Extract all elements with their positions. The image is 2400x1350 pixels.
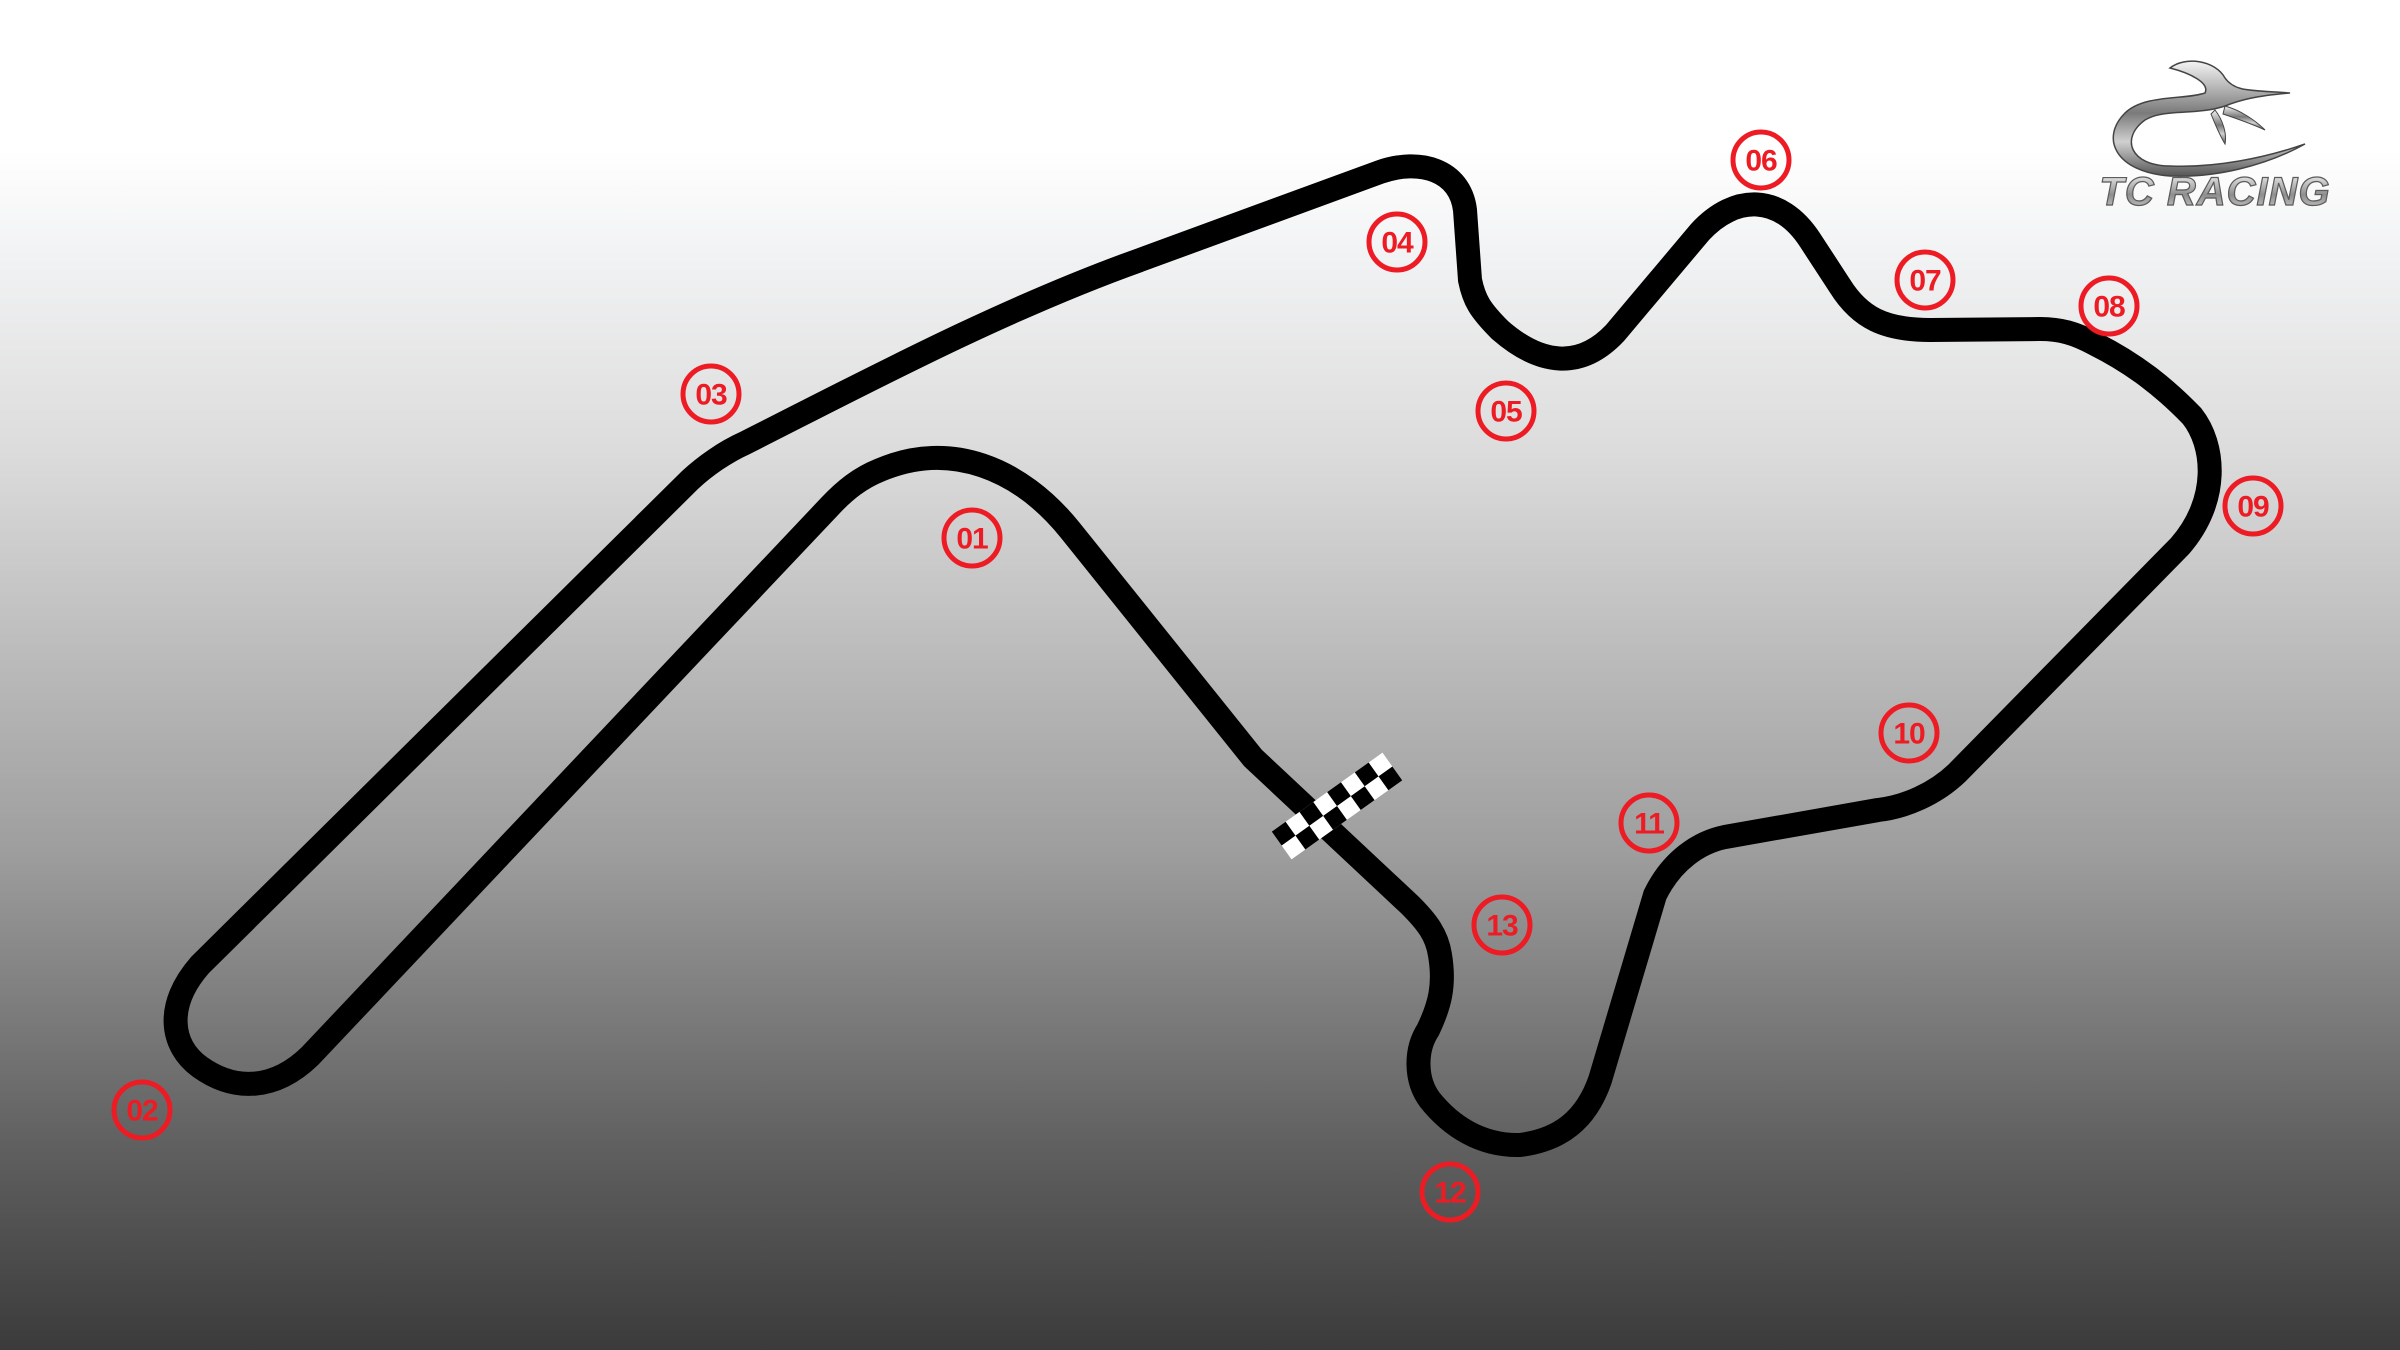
corner-number: 07 — [1909, 265, 1941, 298]
corner-marker-02: 02 — [111, 1079, 173, 1141]
corner-number: 10 — [1893, 718, 1925, 751]
corner-marker-11: 11 — [1618, 792, 1680, 854]
corner-circle-icon — [680, 363, 742, 425]
track-outline — [163, 154, 2222, 1157]
corner-circle-icon — [2078, 275, 2140, 337]
corner-number: 12 — [1434, 1177, 1466, 1210]
checkered-flag-icon — [1271, 752, 1403, 860]
corner-marker-01: 01 — [941, 507, 1003, 569]
corner-circle-icon — [111, 1079, 173, 1141]
corner-number: 13 — [1486, 910, 1518, 943]
corner-circle-icon — [1730, 129, 1792, 191]
corner-number: 02 — [126, 1095, 158, 1128]
corner-circle-icon — [1475, 380, 1537, 442]
corner-marker-07: 07 — [1894, 249, 1956, 311]
corner-number: 06 — [1745, 145, 1777, 178]
corner-marker-05: 05 — [1475, 380, 1537, 442]
corner-number: 01 — [956, 523, 988, 556]
corner-circle-icon — [1894, 249, 1956, 311]
corner-number: 08 — [2093, 291, 2125, 324]
corner-circle-icon — [1419, 1161, 1481, 1223]
corner-number: 05 — [1490, 396, 1522, 429]
corner-marker-03: 03 — [680, 363, 742, 425]
swoosh-emblem-icon — [2112, 60, 2306, 177]
corner-circle-icon — [1471, 894, 1533, 956]
corner-marker-09: 09 — [2222, 475, 2284, 537]
corner-marker-13: 13 — [1471, 894, 1533, 956]
corner-marker-04: 04 — [1366, 211, 1428, 273]
corner-marker-12: 12 — [1419, 1161, 1481, 1223]
corner-circle-icon — [1366, 211, 1428, 273]
logo-text: TC RACING — [2075, 169, 2355, 215]
corner-number: 04 — [1381, 227, 1414, 260]
corner-number: 11 — [1634, 808, 1664, 841]
corner-circle-icon — [1878, 702, 1940, 764]
corner-circle-icon — [1618, 792, 1680, 854]
corner-circle-icon — [2222, 475, 2284, 537]
corner-marker-10: 10 — [1878, 702, 1940, 764]
corner-number: 03 — [695, 379, 727, 412]
corner-marker-08: 08 — [2078, 275, 2140, 337]
corner-circle-icon — [941, 507, 1003, 569]
corner-number: 09 — [2237, 491, 2269, 524]
corner-marker-06: 06 — [1730, 129, 1792, 191]
tc-racing-logo: TC RACING — [2075, 48, 2355, 218]
corner-badges: 01 02 03 04 05 06 07 08 09 10 11 12 13 — [111, 129, 2284, 1223]
